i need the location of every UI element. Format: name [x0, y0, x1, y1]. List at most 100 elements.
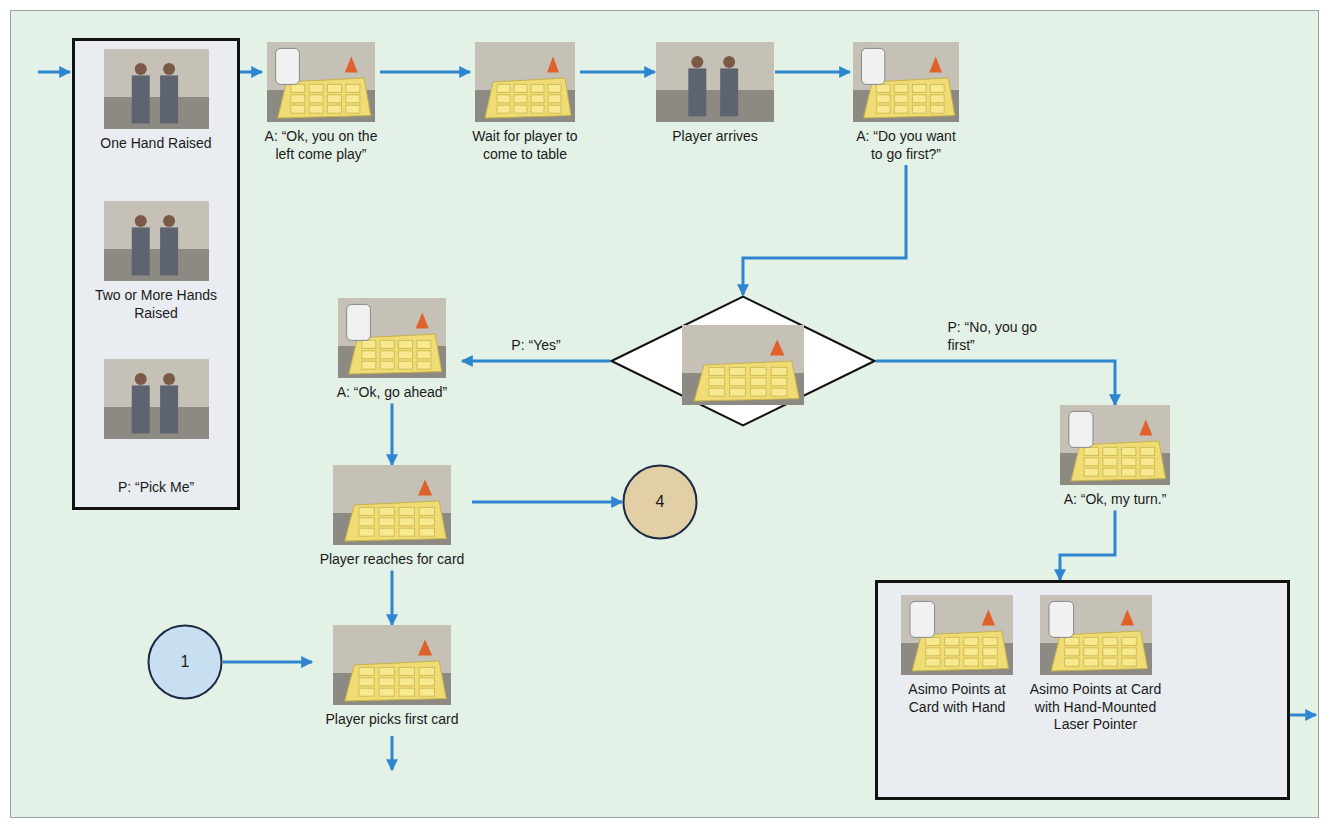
card	[379, 667, 394, 675]
person-body	[688, 68, 706, 116]
robot-figure	[276, 48, 300, 84]
flow-arrow	[462, 360, 610, 363]
card	[399, 678, 414, 686]
step-caption: Wait for player to come to table	[470, 128, 580, 163]
decision-diamond	[610, 295, 876, 427]
photo	[853, 42, 959, 122]
cone	[345, 56, 358, 72]
connector-circle: 1	[147, 624, 223, 700]
card	[362, 361, 376, 369]
step-caption: Asimo Points at Card with Hand-Mounted L…	[1028, 681, 1163, 734]
flow-arrow	[240, 71, 262, 74]
card	[398, 361, 412, 369]
photo-step: Asimo Points at Card with Hand-Mounted L…	[1028, 595, 1163, 734]
photo-floor	[104, 407, 209, 439]
card	[1064, 637, 1079, 645]
photo	[333, 465, 451, 545]
photo-wall	[267, 42, 375, 122]
card-table	[345, 661, 446, 701]
photo-wall	[853, 42, 959, 122]
card	[359, 678, 374, 686]
photo-wall	[1040, 595, 1152, 675]
card	[983, 658, 998, 666]
step-caption: Two or More Hands Raised	[83, 287, 229, 322]
card	[750, 378, 766, 386]
card	[926, 648, 941, 656]
photo-wall	[656, 42, 774, 122]
cone	[1120, 609, 1133, 625]
person-body	[160, 75, 178, 123]
photo	[1060, 405, 1170, 485]
card	[930, 105, 944, 113]
exit-arrow	[391, 736, 394, 770]
photo	[475, 42, 575, 122]
card	[291, 105, 305, 113]
card	[1103, 458, 1117, 466]
step-caption: P: “Pick Me”	[83, 479, 229, 497]
card	[379, 678, 394, 686]
card	[1122, 447, 1136, 455]
card	[362, 340, 376, 348]
person-body	[160, 227, 178, 275]
card	[1083, 648, 1098, 656]
photo-step: A: “Ok, my turn.”	[1055, 405, 1175, 509]
callout-number: 1	[147, 624, 223, 700]
card	[945, 637, 960, 645]
callout-number: 4	[622, 464, 698, 540]
photo	[267, 42, 375, 122]
step-caption: Player arrives	[655, 128, 775, 146]
card	[876, 105, 890, 113]
person-head	[134, 215, 146, 227]
card	[399, 528, 414, 536]
person-head	[723, 56, 735, 68]
flow-arrow	[743, 165, 906, 295]
person-head	[163, 63, 175, 75]
card	[945, 648, 960, 656]
card	[399, 688, 414, 696]
card	[912, 105, 926, 113]
flow-arrow	[876, 361, 1115, 405]
exit-arrow	[1290, 714, 1316, 717]
card	[399, 518, 414, 526]
panel-ground	[11, 11, 1319, 818]
card	[398, 340, 412, 348]
photo-step: A: “Do you want to go first?”	[850, 42, 962, 163]
flow-arrow	[1060, 511, 1115, 581]
card	[531, 84, 544, 92]
card	[876, 95, 890, 103]
card	[1064, 648, 1079, 656]
person-body	[131, 385, 149, 433]
card	[876, 84, 890, 92]
card	[1140, 447, 1154, 455]
cone	[982, 609, 995, 625]
photo	[333, 625, 451, 705]
card	[1084, 468, 1098, 476]
card	[359, 507, 374, 515]
card	[419, 507, 434, 515]
card	[379, 528, 394, 536]
flow-arrow	[472, 501, 622, 504]
photo	[104, 201, 209, 281]
photo-step: A: “Ok, go ahead”	[322, 298, 462, 402]
card	[912, 95, 926, 103]
card	[1122, 468, 1136, 476]
card	[1121, 658, 1136, 666]
photo-step: Wait for player to come to table	[470, 42, 580, 163]
card	[359, 528, 374, 536]
person-head	[134, 63, 146, 75]
card	[1121, 637, 1136, 645]
card	[399, 667, 414, 675]
card	[964, 648, 979, 656]
card	[346, 95, 360, 103]
flow-arrow	[223, 661, 312, 664]
cone	[929, 56, 942, 72]
card	[1102, 658, 1117, 666]
card	[709, 388, 725, 396]
photo-step: A: “Ok, you on the left come play”	[262, 42, 380, 163]
card	[514, 95, 527, 103]
photo-floor	[104, 97, 209, 129]
card	[730, 388, 746, 396]
card	[419, 678, 434, 686]
step-caption: A: “Ok, you on the left come play”	[262, 128, 380, 163]
